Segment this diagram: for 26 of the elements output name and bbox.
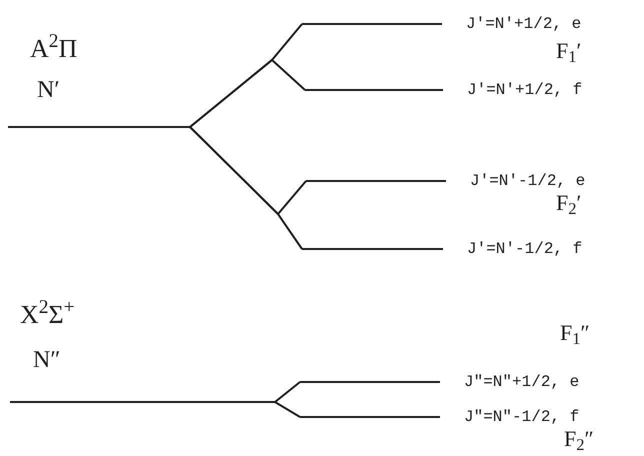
level-label: J′=N′-1/2, f (467, 239, 582, 260)
energy-level-line (302, 23, 442, 25)
splitting-line (189, 126, 303, 250)
level-label: J″=N″+1/2, e (464, 372, 580, 393)
state-label: F$_{1}$′ (556, 40, 582, 62)
energy-level-line (8, 126, 190, 128)
level-label: J′=N′-1/2, e (470, 171, 586, 192)
energy-level-line (10, 401, 272, 403)
energy-level-line (306, 180, 446, 182)
energy-level-line (300, 381, 440, 383)
splitting-line (272, 381, 301, 403)
state-label: A$^{2}$Π (30, 36, 78, 62)
state-label: F$_{1}$″ (560, 322, 590, 344)
splitting-line (189, 58, 306, 128)
state-label: F$_{2}$′ (556, 192, 582, 214)
level-label: J′=N′+1/2, e (466, 14, 582, 35)
state-label: N″ (33, 348, 60, 372)
splitting-line (272, 401, 301, 418)
state-label: X$^{2}$Σ$^{+}$ (20, 302, 75, 328)
energy-level-line (300, 416, 440, 418)
energy-level-line (302, 248, 443, 250)
state-label: F$_{2}$″ (564, 428, 594, 450)
energy-level-line (305, 89, 443, 91)
state-label: N′ (37, 78, 60, 102)
level-label: J″=N″-1/2, f (464, 407, 580, 428)
level-label: J′=N′+1/2, f (467, 80, 582, 101)
